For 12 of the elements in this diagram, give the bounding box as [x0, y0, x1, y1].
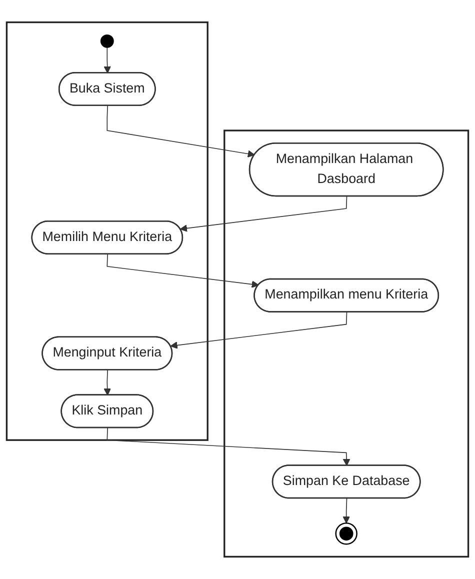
- node-circle: [100, 34, 114, 48]
- arrow: [106, 105, 255, 158]
- arrow: [104, 370, 112, 396]
- arrow: [106, 254, 259, 288]
- node-bullseye: [335, 522, 358, 545]
- cluster: [224, 130, 470, 558]
- arrow: [170, 312, 348, 349]
- cluster: [6, 21, 208, 441]
- arrow: [180, 196, 348, 232]
- arrow: [106, 428, 350, 466]
- arrow: [104, 47, 112, 74]
- arrow: [342, 498, 350, 524]
